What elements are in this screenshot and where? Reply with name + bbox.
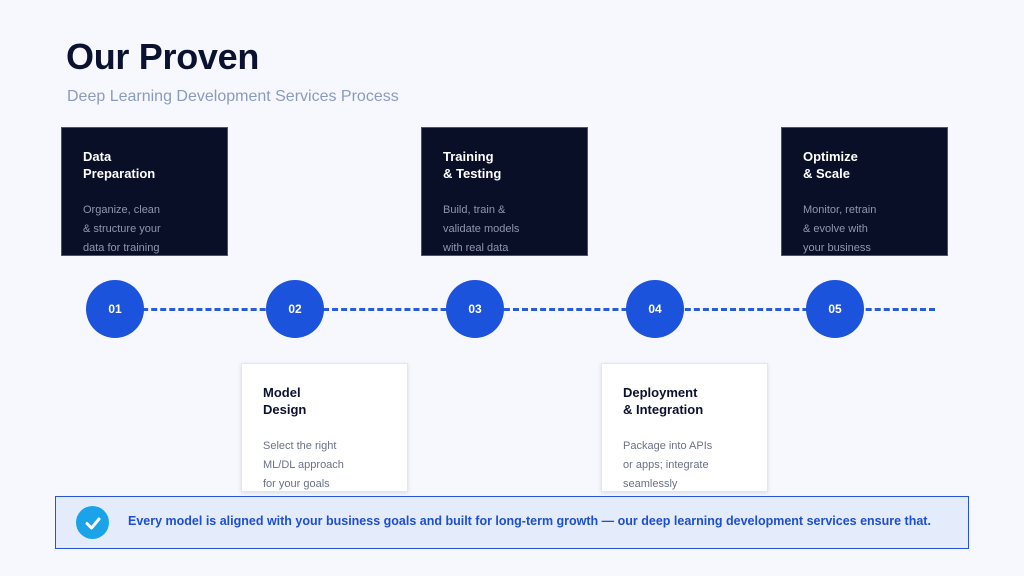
step-desc-line: or apps; integrate xyxy=(623,459,709,471)
step-card-description: Organize, clean & structure your data fo… xyxy=(83,201,207,258)
page-subtitle: Deep Learning Development Services Proce… xyxy=(67,88,399,105)
step-desc-line: Monitor, retrain xyxy=(803,204,877,216)
step-title-line: Optimize xyxy=(803,149,858,164)
step-card-training-testing: Training & Testing Build, train & valida… xyxy=(421,127,588,256)
step-title-line: & Scale xyxy=(803,166,850,181)
step-title-line: & Integration xyxy=(623,402,704,417)
check-circle-icon xyxy=(76,506,109,539)
step-title-line: Model xyxy=(263,385,301,400)
step-title-line: Preparation xyxy=(83,166,156,181)
page-title: Our Proven xyxy=(66,36,260,77)
step-title-line: & Testing xyxy=(443,166,502,181)
step-title-line: Deployment xyxy=(623,385,698,400)
step-card-optimize-scale: Optimize & Scale Monitor, retrain & evol… xyxy=(781,127,948,256)
step-card-title: Optimize & Scale xyxy=(803,148,927,182)
step-node-03: 03 xyxy=(446,280,504,338)
timeline-dashed-line xyxy=(115,308,935,311)
step-node-02: 02 xyxy=(266,280,324,338)
summary-banner: Every model is aligned with your busines… xyxy=(55,496,969,549)
step-desc-line: Organize, clean xyxy=(83,204,161,216)
step-desc-line: Build, train & xyxy=(443,204,506,216)
step-desc-line: ML/DL approach xyxy=(263,459,344,471)
step-desc-line: your business xyxy=(803,242,871,254)
step-card-title: Training & Testing xyxy=(443,148,567,182)
step-title-line: Data xyxy=(83,149,112,164)
step-card-description: Build, train & validate models with real… xyxy=(443,201,567,258)
step-desc-line: Package into APIs xyxy=(623,440,713,452)
step-card-title: Model Design xyxy=(263,384,387,418)
step-node-01: 01 xyxy=(86,280,144,338)
step-desc-line: data for training xyxy=(83,242,160,254)
step-desc-line: Select the right xyxy=(263,440,337,452)
step-card-model-design: Model Design Select the right ML/DL appr… xyxy=(241,363,408,492)
step-desc-line: for your goals xyxy=(263,478,330,490)
step-card-deployment-integration: Deployment & Integration Package into AP… xyxy=(601,363,768,492)
step-desc-line: & evolve with xyxy=(803,223,868,235)
step-desc-line: validate models xyxy=(443,223,520,235)
summary-banner-text: Every model is aligned with your busines… xyxy=(128,514,931,528)
step-node-05: 05 xyxy=(806,280,864,338)
step-card-title: Data Preparation xyxy=(83,148,207,182)
step-desc-line: seamlessly xyxy=(623,478,678,490)
step-desc-line: with real data xyxy=(443,242,509,254)
step-card-description: Package into APIs or apps; integrate sea… xyxy=(623,437,747,494)
step-card-description: Monitor, retrain & evolve with your busi… xyxy=(803,201,927,258)
step-card-title: Deployment & Integration xyxy=(623,384,747,418)
step-node-04: 04 xyxy=(626,280,684,338)
step-title-line: Design xyxy=(263,402,307,417)
step-desc-line: & structure your xyxy=(83,223,161,235)
step-card-description: Select the right ML/DL approach for your… xyxy=(263,437,387,494)
step-title-line: Training xyxy=(443,149,494,164)
step-card-data-preparation: Data Preparation Organize, clean & struc… xyxy=(61,127,228,256)
